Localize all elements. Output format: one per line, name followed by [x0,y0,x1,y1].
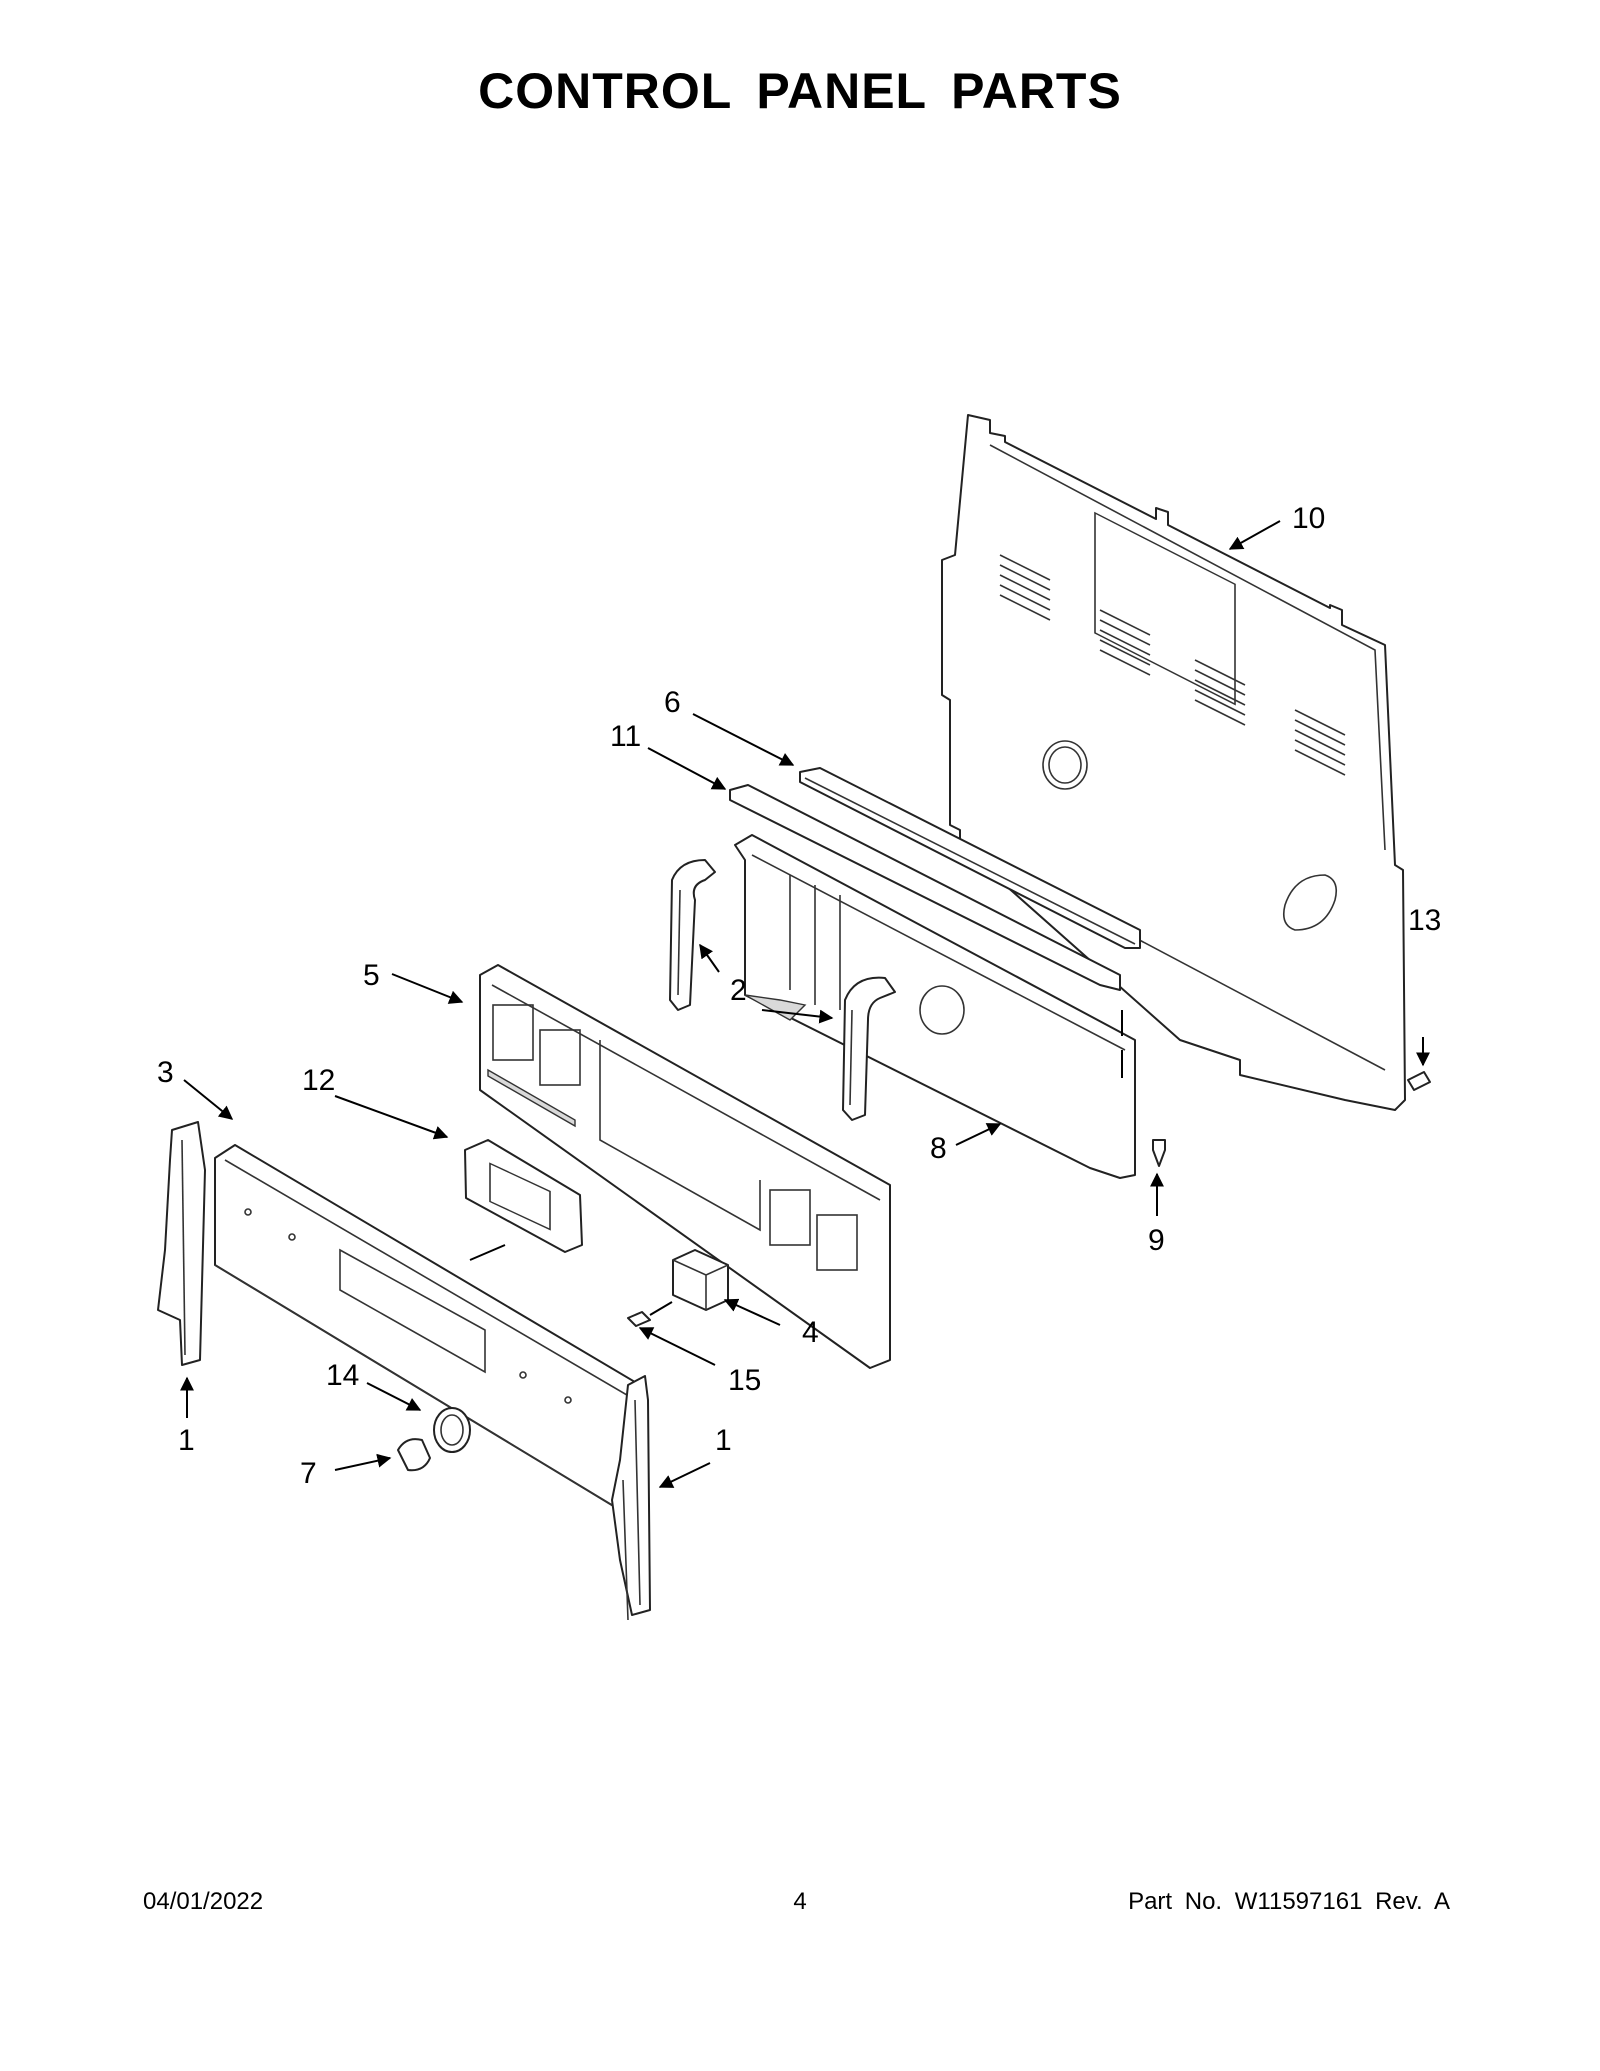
callout-2: 2 [730,974,747,1007]
callout-3: 3 [157,1056,174,1089]
callout-5: 5 [363,959,380,992]
callout-6: 6 [664,686,681,719]
rear-panel-part [941,414,1406,1111]
end-cap-parts [157,1121,651,1621]
callout-12: 12 [302,1064,335,1097]
switch-part [627,1249,729,1327]
panel-backing-part [479,964,891,1369]
footer-page-number: 4 [793,1888,807,1915]
leader-lines [180,520,1430,1488]
console-top-part [729,784,1121,991]
trim-strip-part [799,767,1141,949]
callout-9: 9 [1148,1224,1165,1257]
callout-4: 4 [802,1316,819,1349]
electronic-control-part [464,1139,583,1261]
callout-1-right: 1 [715,1424,732,1457]
callout-15: 15 [728,1364,761,1397]
callout-10: 10 [1292,502,1325,535]
footer-part-number: Part No. W11597161 Rev. A [1128,1888,1450,1915]
side-bracket-parts [669,859,896,1121]
front-control-panel-part [214,1144,641,1511]
callout-7: 7 [300,1457,317,1490]
page-title: CONTROL PANEL PARTS [478,63,1122,119]
knob-bezel-part [397,1407,471,1472]
footer-date: 04/01/2022 [143,1888,264,1915]
callout-13: 13 [1408,904,1441,937]
callout-11: 11 [610,720,641,753]
screw-parts [1152,1071,1431,1167]
callout-8: 8 [930,1132,947,1165]
callout-14: 14 [326,1359,359,1392]
callout-1-left: 1 [178,1424,195,1457]
